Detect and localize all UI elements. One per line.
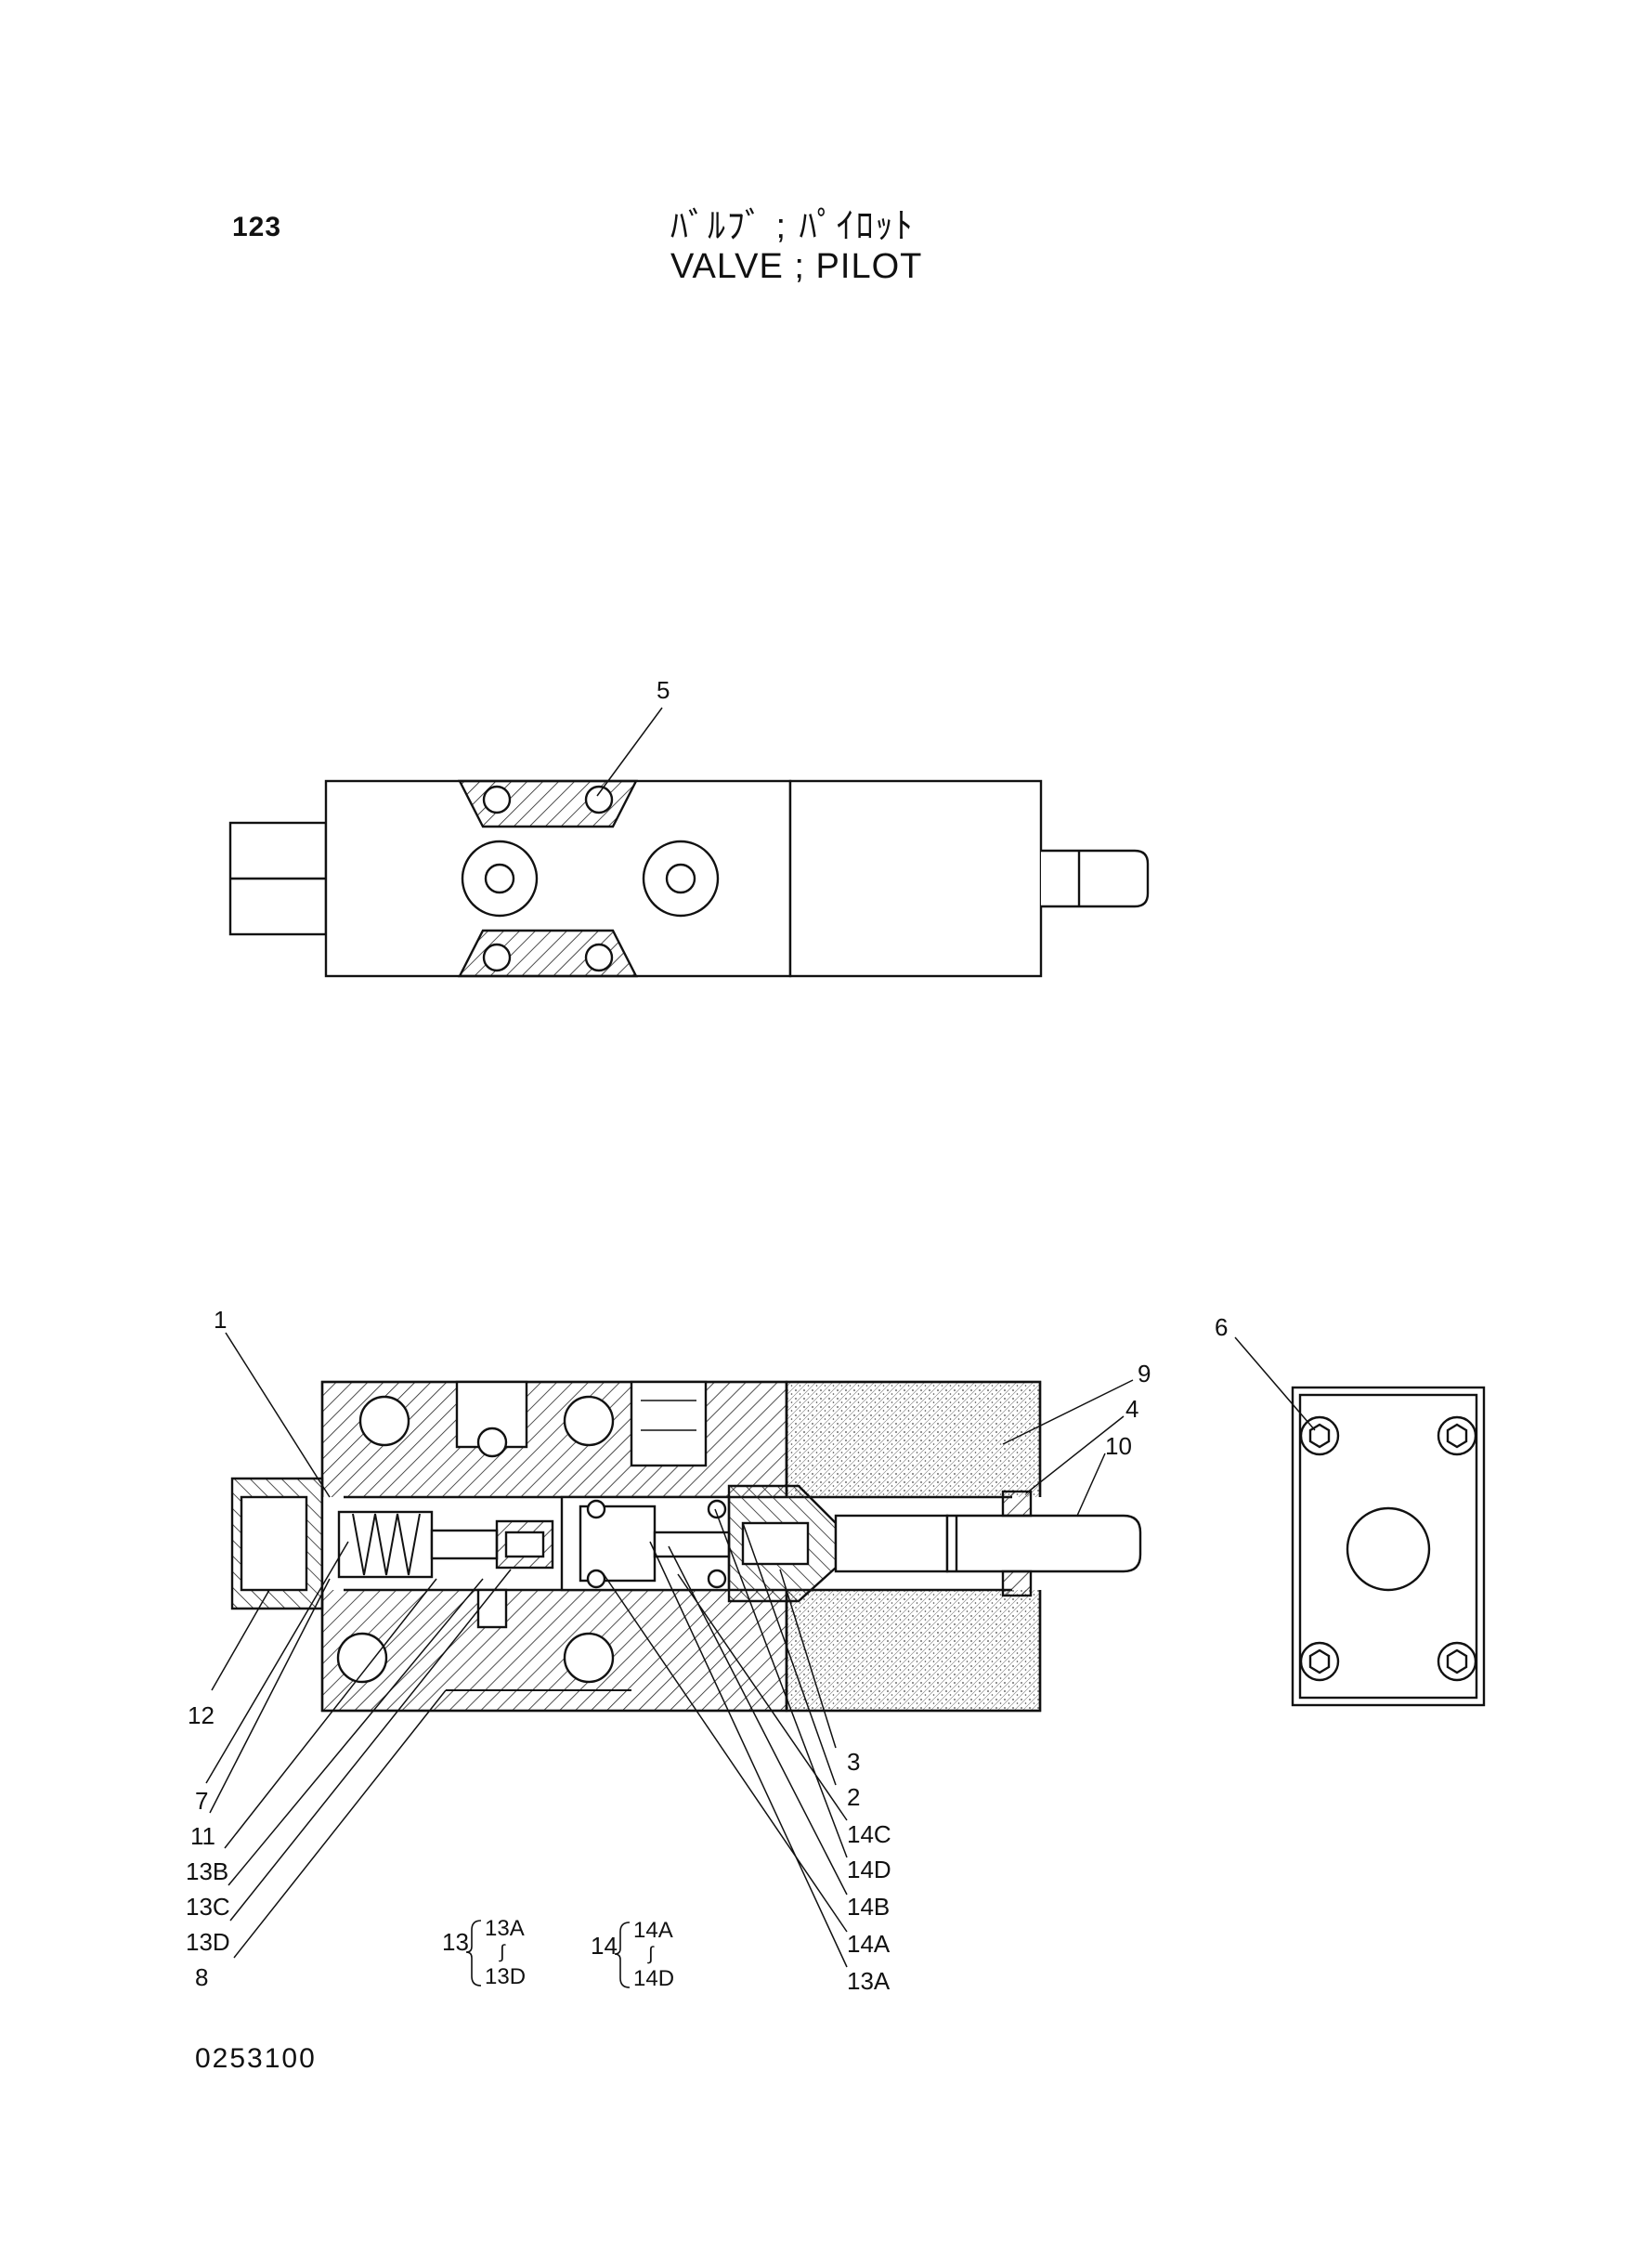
callout-4: 4 — [1125, 1395, 1138, 1423]
end-bolts — [1299, 1415, 1477, 1682]
group-13: 13 13A ∫ 13D — [442, 1916, 526, 1989]
title-japanese: ﾊﾞﾙﾌﾞ ; ﾊﾟｲﾛｯﾄ — [670, 207, 915, 246]
callout-3: 3 — [847, 1748, 860, 1776]
callout-6: 6 — [1215, 1313, 1228, 1341]
callout-10: 10 — [1105, 1432, 1132, 1460]
callout-7: 7 — [195, 1787, 208, 1815]
callout-14B: 14B — [847, 1893, 890, 1921]
drawing-code: 0253100 — [195, 2043, 317, 2074]
section-view — [230, 1380, 1142, 1713]
group-13-sep: ∫ — [499, 1942, 506, 1962]
callout-8: 8 — [195, 1963, 208, 1991]
end-view-leaders — [1234, 1336, 1316, 1431]
end-view — [1291, 1386, 1486, 1707]
group-13-label: 13 — [442, 1928, 469, 1956]
group-14-sep: ∫ — [647, 1944, 655, 1964]
group-14-from: 14A — [633, 1918, 673, 1943]
top-view — [228, 779, 1150, 978]
callout-1: 1 — [214, 1306, 227, 1334]
callout-11: 11 — [190, 1822, 215, 1850]
callout-13A: 13A — [847, 1967, 891, 1995]
group-14-label: 14 — [591, 1932, 618, 1960]
callout-2: 2 — [847, 1783, 860, 1811]
section-leaders — [205, 1332, 1134, 1968]
callout-13C: 13C — [186, 1893, 230, 1921]
page-number: 123 — [232, 212, 282, 242]
callout-9: 9 — [1138, 1360, 1151, 1388]
callout-14C: 14C — [847, 1820, 891, 1848]
callout-13D: 13D — [186, 1928, 230, 1956]
group-14: 14 14A ∫ 14D — [591, 1918, 674, 1991]
callout-5: 5 — [657, 676, 670, 704]
callout-12: 12 — [188, 1701, 215, 1729]
callout-14A: 14A — [847, 1930, 891, 1958]
callout-14D: 14D — [847, 1856, 891, 1883]
group-13-from: 13A — [485, 1916, 525, 1941]
title-english: VALVE ; PILOT — [670, 247, 923, 286]
top-view-leaders — [596, 707, 663, 797]
group-14-to: 14D — [633, 1966, 674, 1991]
callout-13B: 13B — [186, 1857, 228, 1885]
group-13-to: 13D — [485, 1964, 526, 1989]
